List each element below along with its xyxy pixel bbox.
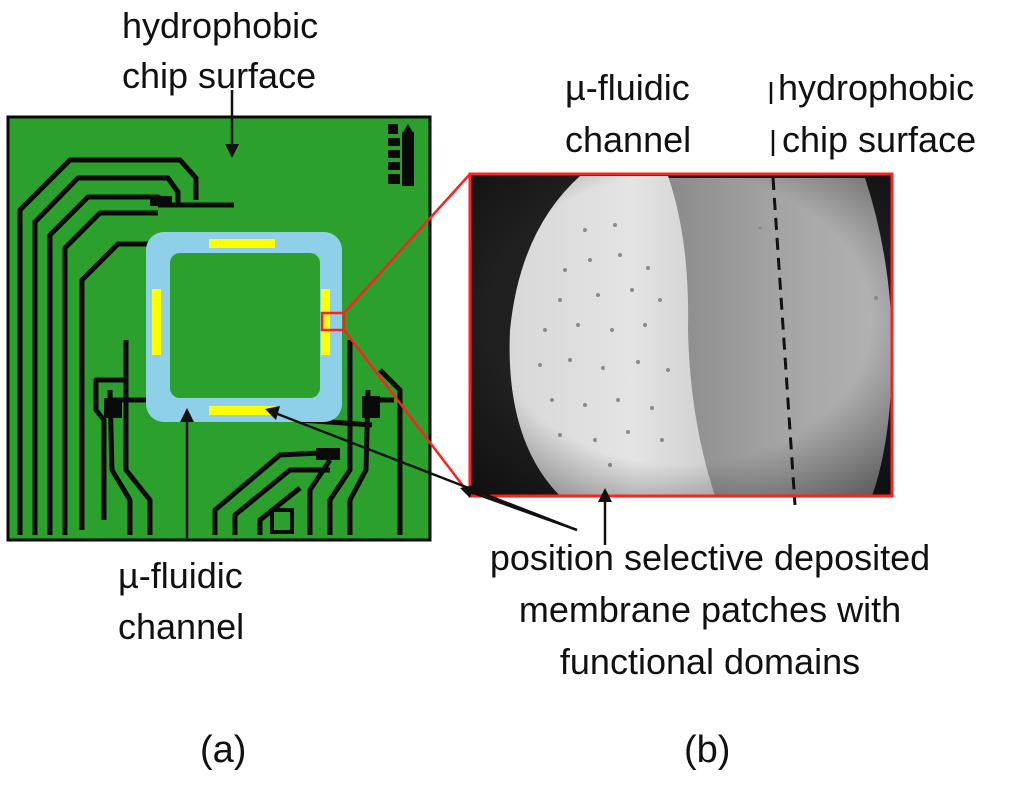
chip-diagram [6, 115, 432, 542]
corner-marker-icon [388, 124, 414, 186]
micrograph-frame [468, 172, 894, 498]
arrowhead-down-icon [225, 144, 239, 158]
label-deposit-line1: position selective deposited [489, 537, 931, 578]
left-tracks [17, 157, 234, 535]
arrow-deposit-right [464, 488, 578, 532]
membrane-patch-right [321, 289, 330, 355]
bottom-contact-pad [316, 448, 340, 460]
caption-a: (a) [200, 729, 247, 771]
zoom-connectors [343, 173, 471, 496]
membrane-patch-left [152, 289, 161, 355]
label-hydrophobic-a-line1: hydrophobic [122, 5, 319, 46]
right-contact-pad [362, 396, 380, 418]
label-hydrophobic-a-line2: chip surface [122, 55, 317, 96]
label-channel-a-line1: µ-fluidic [118, 555, 243, 596]
zoom-selection-box [320, 311, 346, 332]
label-deposit-line3: functional domains [559, 641, 861, 682]
label-deposit-line2: membrane patches with [518, 589, 902, 630]
label-hydrophobic-b-line1: hydrophobic [778, 67, 975, 108]
label-channel-b-line1: µ-fluidic [565, 67, 690, 108]
membrane-patch-bottom [209, 406, 275, 415]
arrowheads [180, 144, 612, 502]
arrowhead-patch-icon [265, 406, 280, 420]
arrowhead-micro-icon [598, 488, 612, 502]
boundary-dashed-line [771, 177, 797, 506]
membrane-patch-top [209, 239, 275, 248]
label-channel-a-line2: channel [118, 606, 245, 647]
leader-arrows [185, 90, 607, 545]
channel-center-island [170, 253, 320, 398]
label-tick-marks [769, 82, 775, 156]
arrow-deposit-left [274, 411, 578, 532]
top-contact-pad [150, 196, 172, 206]
arrowhead-up-icon [180, 408, 194, 422]
right-tracks [212, 340, 403, 535]
bottom-square-pad [270, 508, 294, 534]
arrowhead-frame-icon [460, 485, 474, 498]
micrograph [468, 172, 894, 506]
label-hydrophobic-b-line2: chip surface [782, 119, 977, 160]
label-channel-b-line2: channel [565, 119, 692, 160]
left-contact-pad [104, 398, 122, 418]
caption-b: (b) [684, 729, 731, 771]
